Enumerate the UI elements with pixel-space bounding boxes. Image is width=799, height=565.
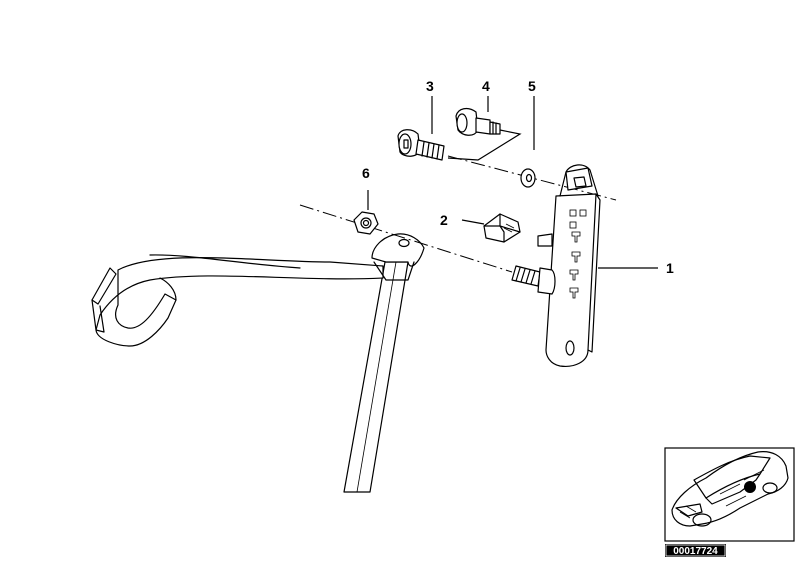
leader-line-2 xyxy=(461,219,485,225)
stud-bolt xyxy=(511,265,556,295)
part-label-1: 1 xyxy=(666,260,674,276)
hex-socket-bolt-part xyxy=(397,129,445,161)
assembly-axis-line-upper xyxy=(447,155,617,201)
washer-part xyxy=(520,168,536,188)
reference-number-tag: 00017724 xyxy=(665,544,726,557)
shouldered-bolt-part xyxy=(455,107,501,136)
leader-line-4-bracket xyxy=(447,129,522,161)
part-label-2: 2 xyxy=(440,212,448,228)
slide-block-part xyxy=(483,213,521,243)
part-label-4: 4 xyxy=(482,78,490,94)
reference-number: 00017724 xyxy=(673,546,718,557)
part-label-5: 5 xyxy=(528,78,536,94)
part-label-6: 6 xyxy=(362,165,370,181)
location-marker xyxy=(744,481,756,493)
location-inset xyxy=(664,447,795,542)
belt-height-adjuster-part xyxy=(537,164,601,367)
hex-nut-part xyxy=(353,211,379,235)
car-silhouette-icon xyxy=(671,451,789,527)
assembly-axis-line xyxy=(299,204,513,273)
seat-belt-webbing xyxy=(91,233,425,493)
part-label-3: 3 xyxy=(426,78,434,94)
